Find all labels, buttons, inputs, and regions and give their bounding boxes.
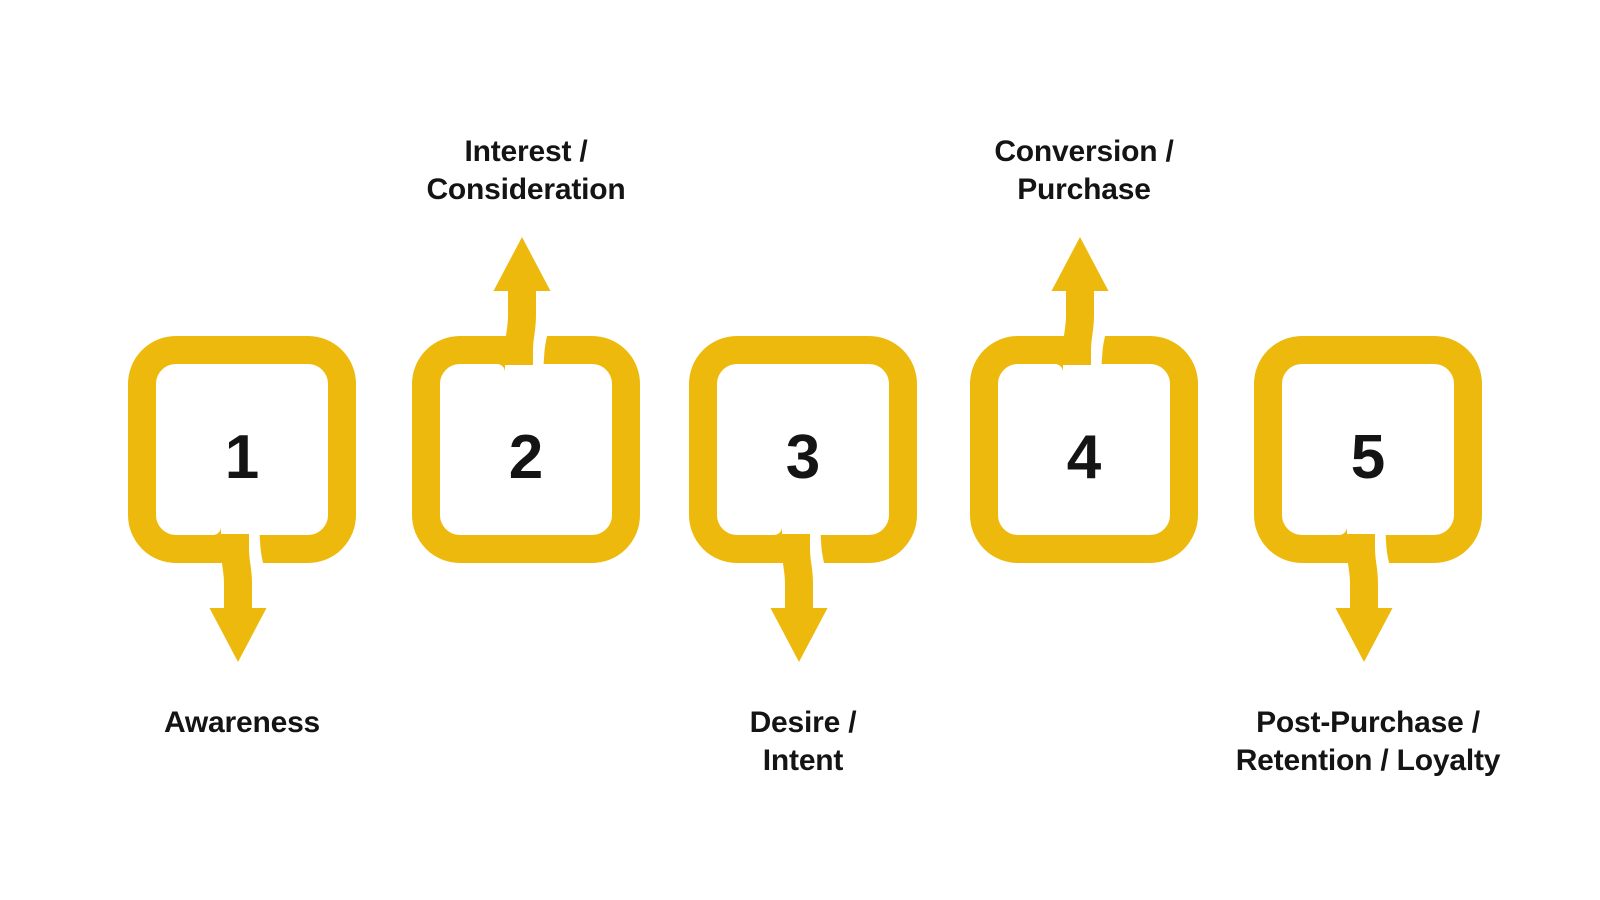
stage-number: 5 — [1350, 423, 1386, 492]
stage-label: Desire / Intent — [563, 704, 1043, 780]
stage-card-1: 1 Awareness — [128, 0, 356, 900]
stage-label: Interest / Consideration — [286, 133, 766, 209]
stage-loop-arrow-down-icon — [1254, 336, 1482, 662]
stage-card-2: 2 Interest / Consideration — [412, 0, 640, 900]
stage-loop-arrow-down-icon — [128, 336, 356, 662]
stage-label-line: Consideration — [426, 173, 626, 206]
stage-label-line: Awareness — [163, 706, 321, 739]
stage-label: Awareness — [2, 704, 482, 742]
stage-label-line: Conversion / — [994, 135, 1174, 168]
stage-label-line: Post-Purchase / — [1256, 706, 1480, 739]
stage-card-3: 3 Desire / Intent — [689, 0, 917, 900]
stage-label-line: Desire / — [749, 706, 857, 739]
stage-number: 4 — [1066, 423, 1102, 492]
stage-label-line: Retention / Loyalty — [1235, 744, 1501, 777]
stage-number: 2 — [508, 423, 544, 492]
stage-number: 3 — [785, 423, 821, 492]
stage-loop-arrow-up-icon — [970, 237, 1198, 563]
stage-loop-arrow-up-icon — [412, 237, 640, 563]
stage-label-line: Intent — [762, 744, 844, 777]
stage-card-4: 4 Conversion / Purchase — [970, 0, 1198, 900]
stage-card-5: 5 Post-Purchase / Retention / Loyalty — [1236, 0, 1500, 900]
stage-label: Conversion / Purchase — [844, 133, 1324, 209]
stage-label-line: Interest / — [464, 135, 588, 168]
stage-loop-arrow-down-icon — [689, 336, 917, 662]
stage-number: 1 — [224, 423, 260, 492]
stage-label-line: Purchase — [1017, 173, 1151, 206]
stage-label: Post-Purchase / Retention / Loyalty — [1128, 704, 1600, 780]
